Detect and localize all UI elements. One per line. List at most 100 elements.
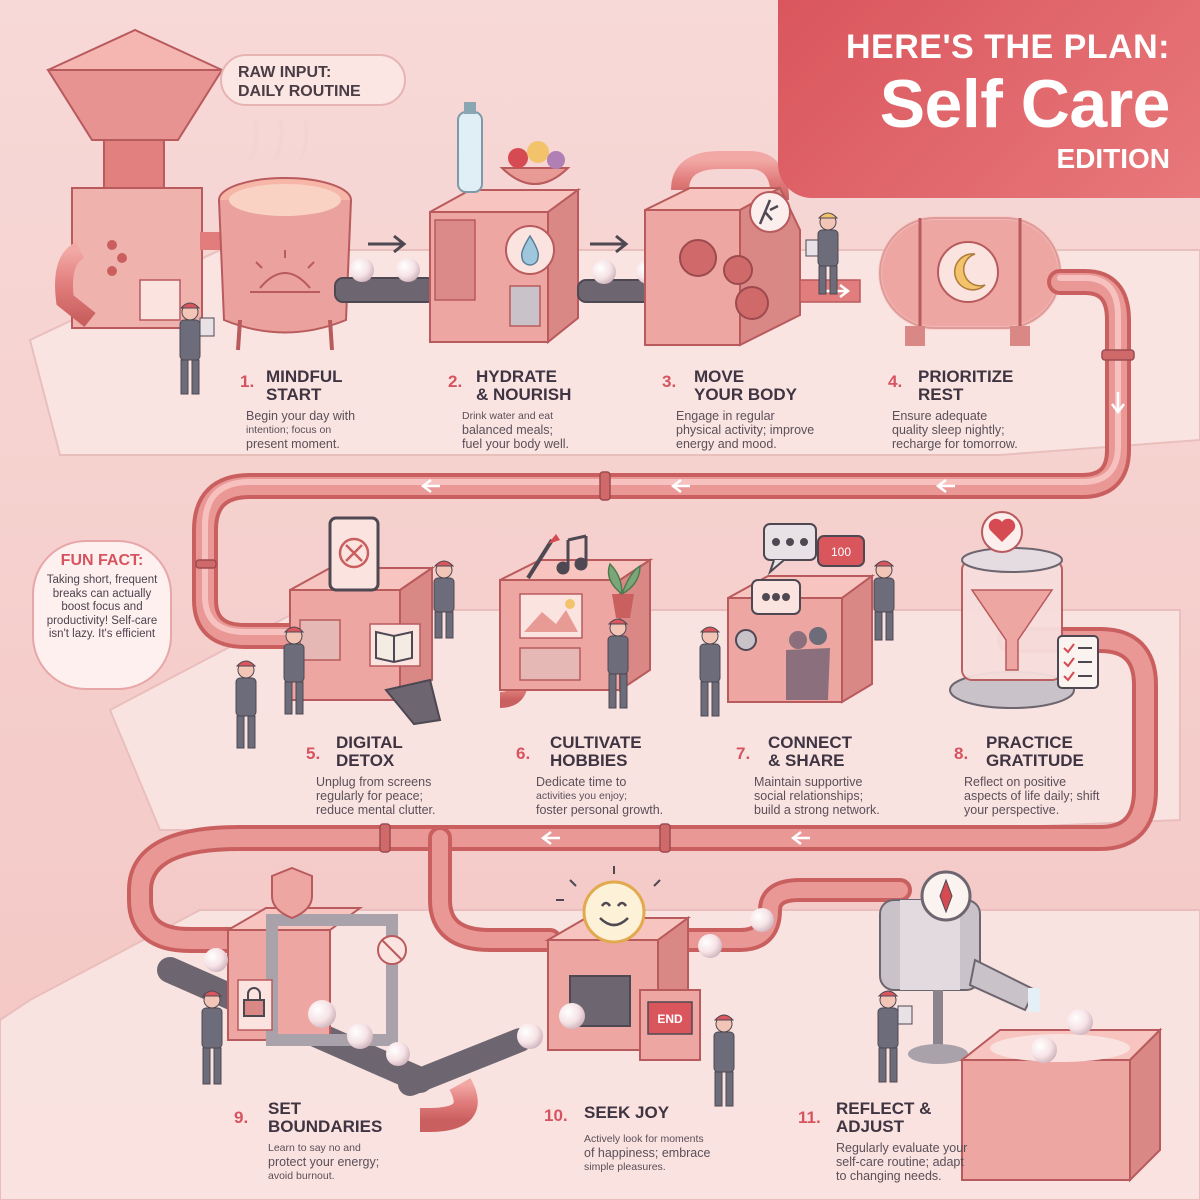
step-7: 7. CONNECT & SHARE Maintain supportive s… <box>736 734 916 818</box>
step-desc-line-1: Reflect on positive <box>964 775 1067 789</box>
step-desc-line-2: balanced meals; <box>462 423 554 437</box>
hobbies-machine <box>499 534 654 708</box>
step-number: 7. <box>736 744 751 763</box>
step-number: 1. <box>240 372 255 391</box>
step-title-line-2: & SHARE <box>768 751 845 770</box>
step-description: Regularly evaluate your self-care routin… <box>798 1141 998 1183</box>
step-title-line-1: PRIORITIZE <box>918 367 1014 386</box>
step-description: Drink water and eat balanced meals; fuel… <box>448 409 628 451</box>
step-number: 2. <box>448 372 463 391</box>
smiley-icon <box>599 901 629 927</box>
step-desc-line-3: to changing needs. <box>836 1169 942 1183</box>
step-desc-line-2: intention; focus on <box>246 424 332 436</box>
step-desc-line-2: activities you enjoy; <box>536 790 628 802</box>
step-desc-line-3: foster personal growth. <box>536 803 664 817</box>
pipe-flanges <box>195 349 1135 853</box>
step-number: 10. <box>544 1106 568 1125</box>
detox-machine <box>289 516 442 726</box>
gratitude-machine <box>949 511 1099 709</box>
worker-5 <box>433 560 455 639</box>
step-desc-line-2: social relationships; <box>754 789 864 803</box>
workers <box>179 212 913 1107</box>
water-bottle-icon <box>457 111 483 193</box>
step-11: 11. REFLECT & ADJUST Regularly evaluate … <box>798 1100 998 1184</box>
step-number: 11. <box>798 1108 821 1127</box>
book-icon <box>375 630 413 664</box>
main-pipe <box>127 269 1158 953</box>
step-title-line-1: PRACTICE <box>986 733 1073 752</box>
boundaries-machine <box>157 866 478 1132</box>
step-8: 8. PRACTICE GRATITUDE Reflect on positiv… <box>954 733 1144 818</box>
step-desc-line-2: physical activity; improve <box>676 423 815 437</box>
step-desc-line-1: Learn to say no and <box>268 1142 361 1154</box>
step-5: 5. DIGITAL DETOX Unplug from screens reg… <box>306 734 476 818</box>
step-desc-line-2: self-care routine; adapt <box>836 1155 964 1169</box>
step-title-line-1: MINDFUL <box>266 367 343 386</box>
step-number: 4. <box>888 372 903 391</box>
worker-2 <box>805 212 839 295</box>
connect-machine: 100 <box>727 523 876 704</box>
step-description: Engage in regular physical activity; imp… <box>662 409 852 451</box>
chat-bubble-icon <box>751 523 865 615</box>
banner-line-3: EDITION <box>1056 143 1170 174</box>
music-note-icon <box>556 534 588 575</box>
step-desc-line-1: Begin your day with <box>246 409 356 423</box>
raw-input-line-1: RAW INPUT: <box>238 64 332 81</box>
step-desc-line-1: Dedicate time to <box>536 775 627 789</box>
step-desc-line-3: recharge for tomorrow. <box>892 437 1018 451</box>
step-description: Unplug from screens regularly for peace;… <box>306 775 476 817</box>
step-desc-line-1: Ensure adequate <box>892 409 988 423</box>
step-desc-line-3: fuel your body well. <box>462 437 570 451</box>
step-desc-line-1: Maintain supportive <box>754 775 863 789</box>
worker-9 <box>201 990 223 1085</box>
joy-machine: END <box>398 866 774 1096</box>
worker-4 <box>235 660 257 749</box>
move-machine <box>644 151 861 347</box>
shield-icon <box>271 866 313 920</box>
step-title-line-2: REST <box>918 385 964 404</box>
step-6: 6. CULTIVATE HOBBIES Dedicate time to ac… <box>516 733 696 818</box>
step-title-line-2: BOUNDARIES <box>268 1117 383 1136</box>
raw-input-label: RAW INPUT: DAILY ROUTINE <box>220 54 406 106</box>
step-title-line-2: & NOURISH <box>476 385 572 404</box>
running-figure-icon <box>758 199 779 225</box>
step-desc-line-2: quality sleep nightly; <box>892 423 1005 437</box>
step-title-line-1: SEEK JOY <box>584 1103 670 1122</box>
fun-fact-body: Taking short, frequent breaks can actual… <box>46 574 158 640</box>
worker-6 <box>607 618 629 709</box>
step-title-line-2: START <box>266 385 322 404</box>
pot-machine <box>218 119 352 351</box>
fruit-bowl-icon <box>499 167 571 185</box>
step-number: 9. <box>234 1108 249 1127</box>
step-title-line-2: HOBBIES <box>550 751 628 770</box>
pipe-flow-arrows <box>420 392 1125 845</box>
worker-8 <box>873 560 895 641</box>
fun-fact-title: FUN FACT: <box>60 552 144 569</box>
worker-1 <box>179 302 215 395</box>
step-3: 3. MOVE YOUR BODY Engage in regular phys… <box>662 368 852 452</box>
title-banner: HERE'S THE PLAN: Self Care EDITION <box>778 0 1200 198</box>
step-number: 5. <box>306 744 321 763</box>
step-description: Ensure adequate quality sleep nightly; r… <box>888 409 1068 451</box>
step-description: Learn to say no and protect your energy;… <box>234 1141 404 1183</box>
step-desc-line-3: build a strong network. <box>754 803 880 817</box>
worker-7 <box>699 626 721 717</box>
gear-icon <box>679 239 769 320</box>
step-desc-line-2: regularly for peace; <box>316 789 424 803</box>
step-description: Dedicate time to activities you enjoy; f… <box>516 775 696 817</box>
hopper-machine <box>46 28 230 329</box>
step-description: Begin your day with intention; focus on … <box>240 409 420 451</box>
plant-icon <box>607 562 641 618</box>
raw-input-line-2: DAILY ROUTINE <box>238 83 361 100</box>
step-desc-line-3: reduce mental clutter. <box>316 803 436 817</box>
step-desc-line-2: protect your energy; <box>268 1155 380 1169</box>
step-title-line-1: SET <box>268 1099 302 1118</box>
step-description: Actively look for moments of happiness; … <box>544 1132 734 1174</box>
step-desc-line-3: avoid burnout. <box>268 1170 335 1182</box>
moon-icon <box>953 253 986 291</box>
banner-line-2: Self Care <box>879 66 1171 142</box>
step-title-line-1: CULTIVATE <box>550 733 642 752</box>
step-desc-line-3: your perspective. <box>964 803 1060 817</box>
